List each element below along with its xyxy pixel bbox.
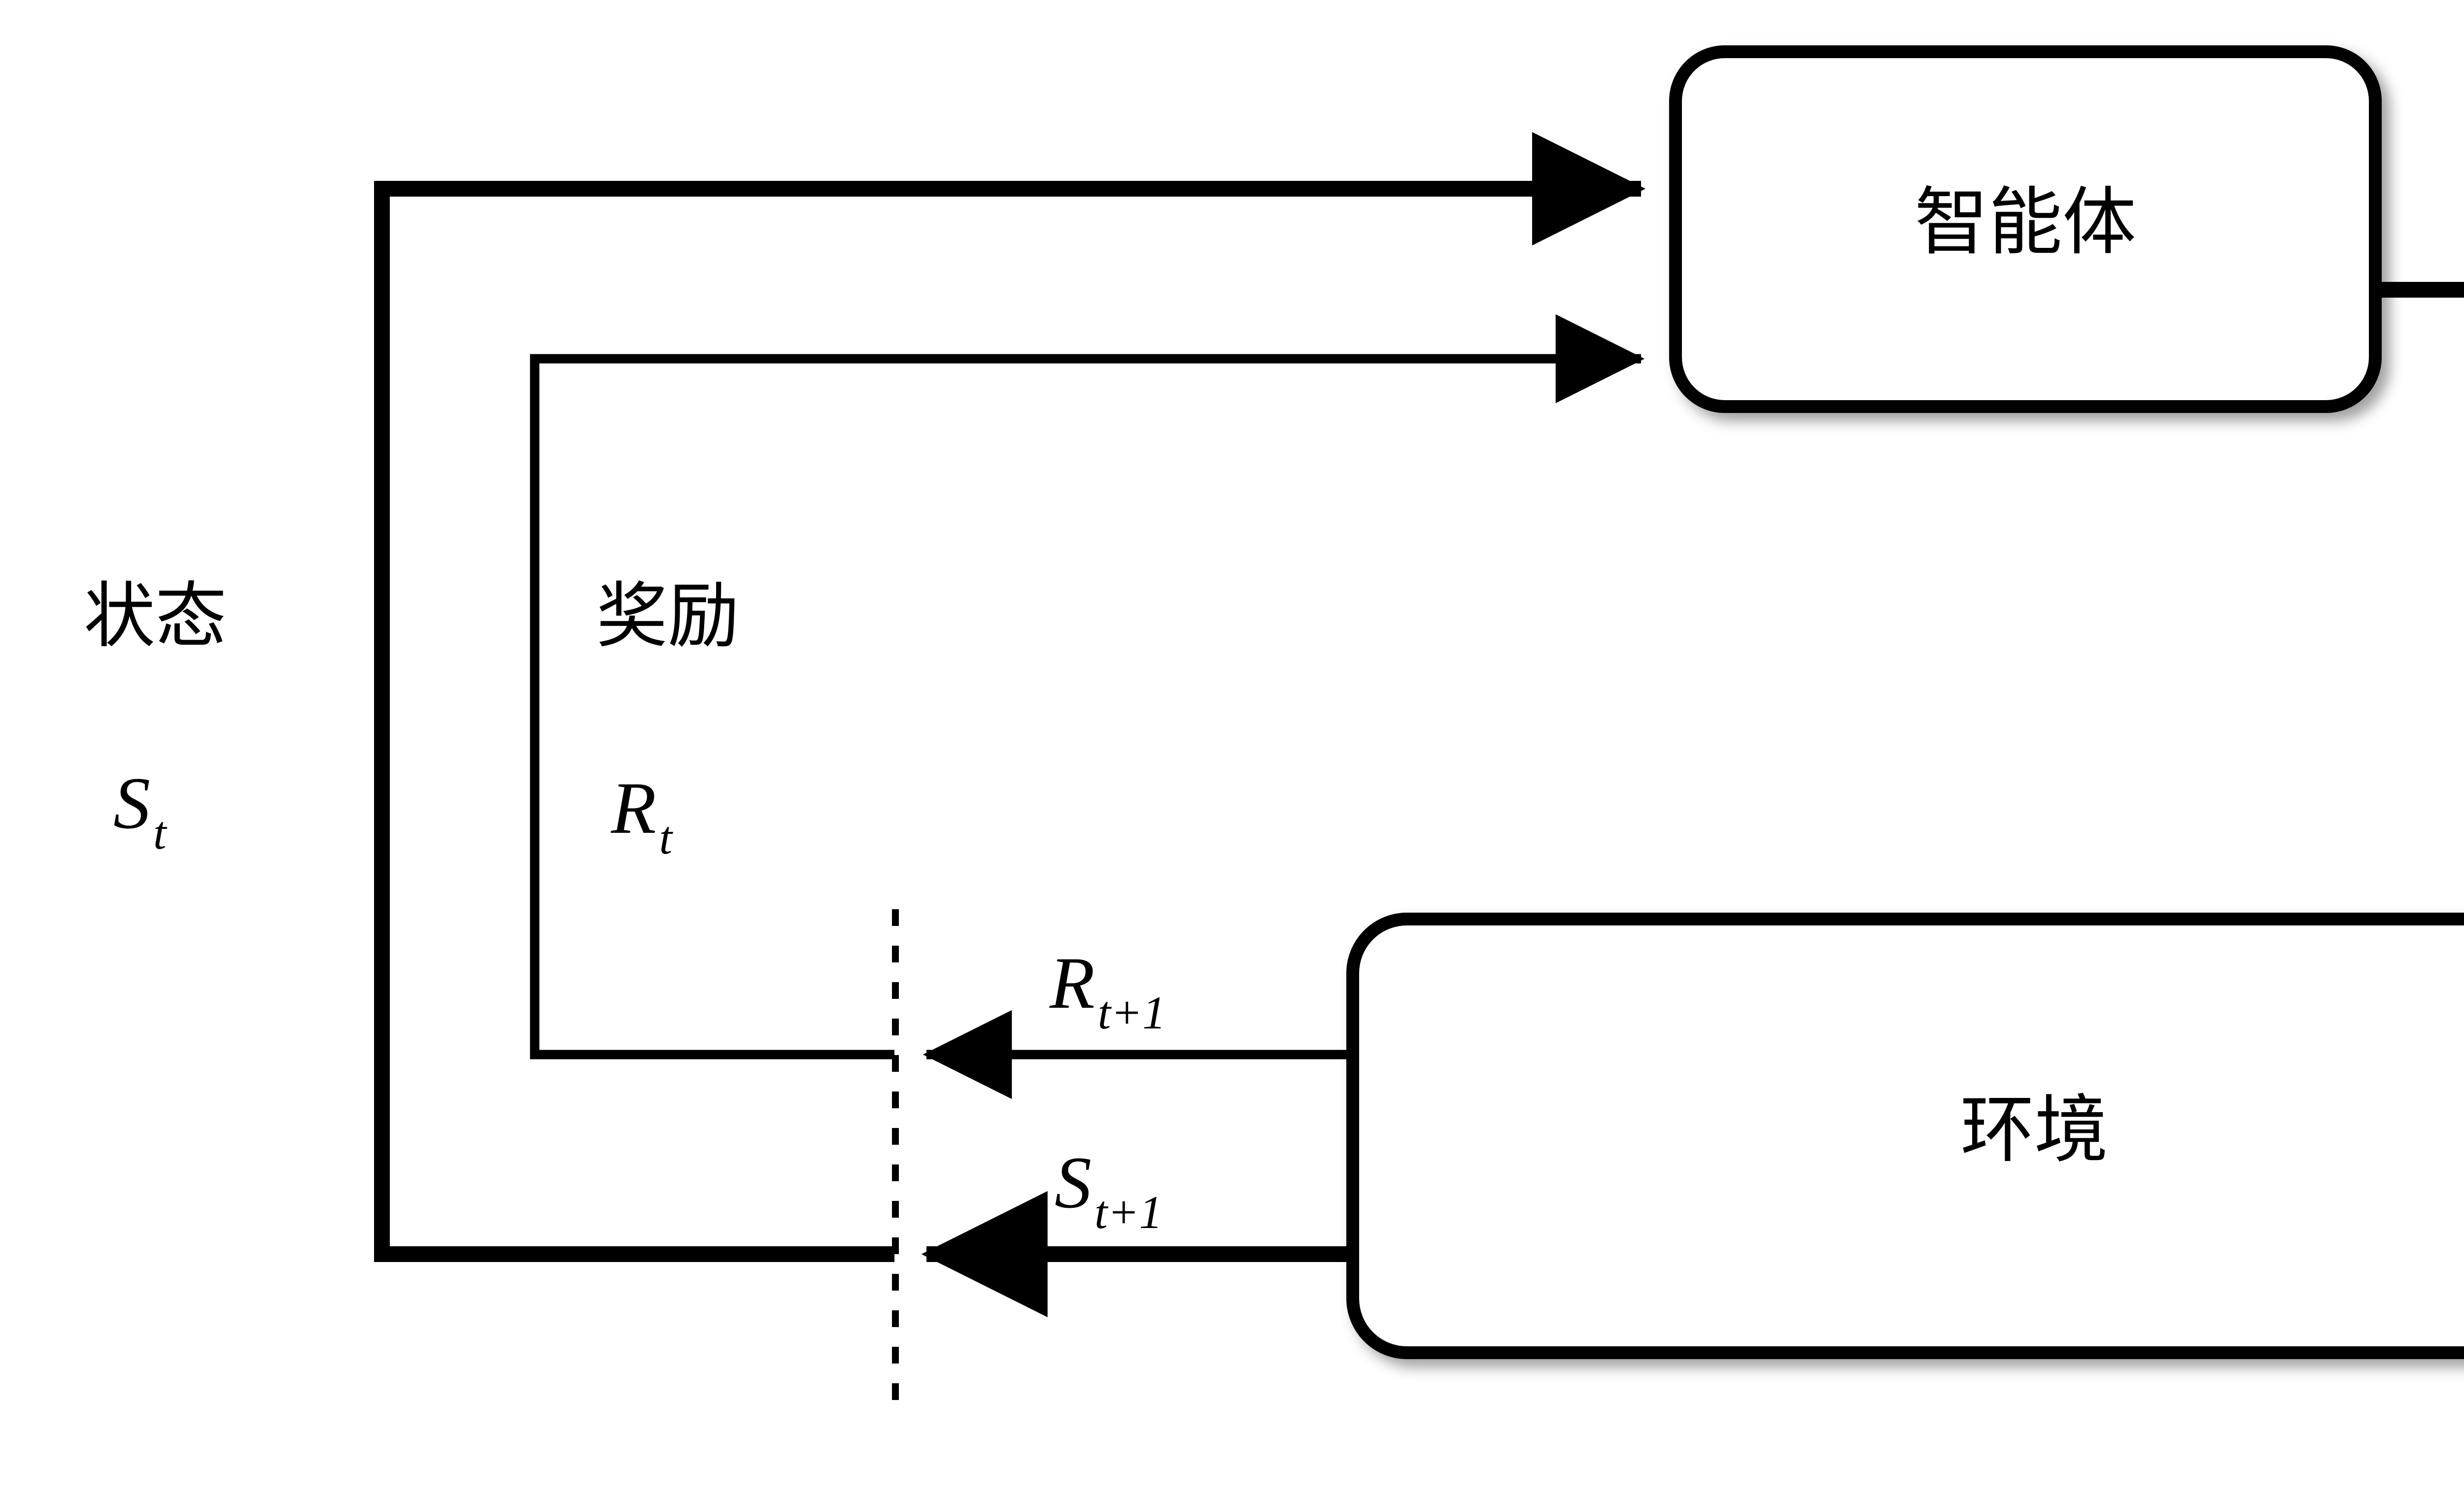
reward-next-subscript: t+1 xyxy=(1098,987,1166,1039)
state-name-label: 状态 xyxy=(84,578,227,656)
environment-node[interactable]: 环境 xyxy=(1346,913,2464,1359)
agent-label: 智能体 xyxy=(1915,182,2136,264)
reward-symbol-subscript: t xyxy=(659,812,674,864)
environment-box[interactable] xyxy=(1346,913,2464,1359)
reward-symbol: R xyxy=(611,767,656,849)
reward-name-label: 奖励 xyxy=(596,578,739,656)
agent-box[interactable] xyxy=(1669,45,2382,413)
reward-feedback-path xyxy=(530,314,1645,1059)
agent-node[interactable]: 智能体 xyxy=(1669,45,2382,413)
environment-label: 环境 xyxy=(1960,1090,2108,1171)
state-symbol-group: St xyxy=(113,762,168,859)
state-symbol-subscript: t xyxy=(153,807,168,859)
state-next-label-group: St+1 xyxy=(1055,1142,1163,1238)
reward-next-symbol: R xyxy=(1049,942,1095,1024)
state-feedback-path xyxy=(374,132,1646,1262)
reward-symbol-group: Rt xyxy=(611,767,674,864)
reward-next-label-group: Rt+1 xyxy=(1049,942,1166,1039)
state-next-symbol: S xyxy=(1055,1142,1092,1224)
state-symbol: S xyxy=(113,762,150,844)
state-next-subscript: t+1 xyxy=(1095,1186,1163,1238)
